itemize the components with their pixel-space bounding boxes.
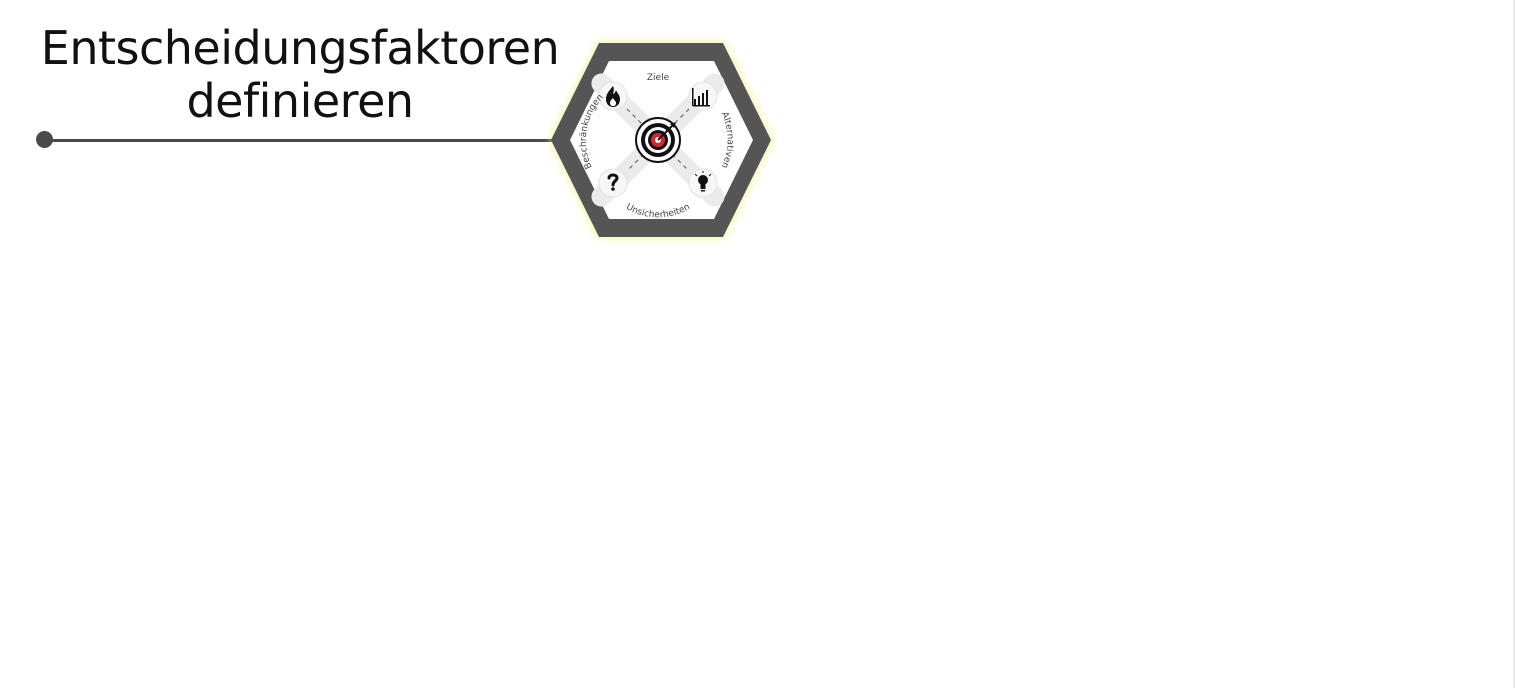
target-icon <box>635 117 681 163</box>
bar-chart-icon <box>692 88 710 107</box>
title-line-2: definieren <box>186 74 414 128</box>
fire-icon <box>606 86 620 107</box>
lightbulb-icon <box>694 171 712 192</box>
hexagon-graphic: Ziele Alternativen Unsicherheiten Beschr… <box>551 43 771 237</box>
page-right-edge <box>1513 0 1515 688</box>
question-mark-icon <box>607 173 619 191</box>
connector-line <box>44 139 556 142</box>
decision-factors-hexagon: Ziele Alternativen Unsicherheiten Beschr… <box>543 30 781 250</box>
label-alternatives-wrap: Alternativen <box>719 111 735 170</box>
label-alternatives: Alternativen <box>719 111 735 170</box>
title-line-1: Entscheidungsfaktoren <box>40 21 560 75</box>
diagram-title: Entscheidungsfaktoren definieren <box>40 22 560 128</box>
label-goals: Ziele <box>647 73 670 83</box>
